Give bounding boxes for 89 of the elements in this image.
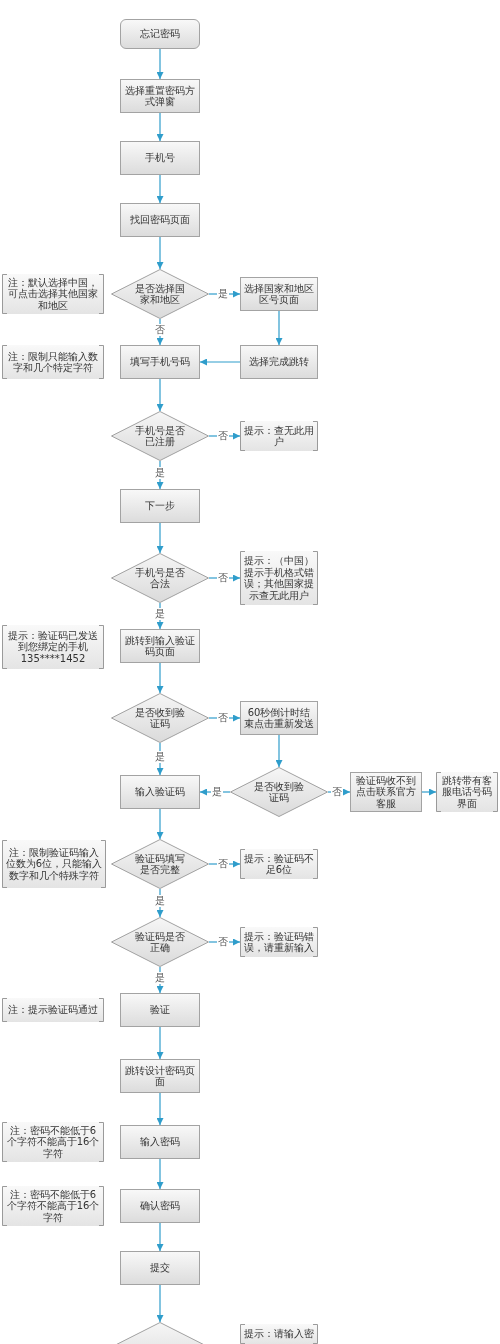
box-label: 忘记密码 <box>140 28 180 40</box>
note-text: 提示：（中国）提示手机格式错误；其他国家提示查无此用户 <box>243 555 315 601</box>
edge-label: 否 <box>216 572 229 584</box>
edge-label: 否 <box>216 430 229 442</box>
edge-label: 否 <box>216 858 229 870</box>
arrow <box>156 1026 164 1060</box>
box-label: 输入密码 <box>140 1136 180 1148</box>
process-box <box>120 345 200 379</box>
note-text: 提示：验证码已发送到您绑定的手机135****1452 <box>7 629 99 665</box>
arrow <box>156 112 164 142</box>
arrow <box>156 808 164 840</box>
edge-label: 是 <box>154 608 166 620</box>
decision-label: 验证码是否正确 <box>134 930 186 954</box>
arrow <box>156 378 164 412</box>
box-label: 选择完成跳转 <box>249 356 309 368</box>
note-text: 提示：验证码错误，请重新输入 <box>243 930 315 954</box>
edge-label: 是 <box>216 288 229 300</box>
decision-diamond <box>111 553 209 603</box>
process-box <box>120 775 200 809</box>
box-label: 60秒倒计时结束点击重新发送 <box>244 706 314 730</box>
edge-label: 否 <box>216 712 229 724</box>
note-text: 提示：请输入密 <box>244 1328 314 1340</box>
process-box <box>120 489 200 523</box>
process-box <box>120 1125 200 1159</box>
decision-diamond <box>111 839 209 889</box>
arrow <box>156 48 164 80</box>
box-label: 提交 <box>150 1262 170 1274</box>
decision-diamond <box>111 269 209 319</box>
note-text: 注：默认选择中国，可点击选择其他国家和地区 <box>7 276 99 312</box>
arrow <box>156 236 164 270</box>
edge-label: 是 <box>154 895 166 907</box>
box-label: 下一步 <box>145 500 175 512</box>
note-text: 注：限制只能输入数字和几个特定字符 <box>7 350 99 374</box>
box-label: 选择重置密码方式弹窗 <box>124 84 196 108</box>
edge-label: 是 <box>154 751 166 763</box>
note-text: 注：密码不能低于6个字符不能高于16个字符 <box>5 1188 101 1224</box>
decision-label: 验证码填写是否完整 <box>134 852 186 876</box>
box-label: 填写手机号码 <box>130 356 190 368</box>
decision-diamond <box>111 917 209 967</box>
box-label: 选择国家和地区区号页面 <box>244 282 314 306</box>
box-label: 输入验证码 <box>135 786 185 798</box>
note-text: 跳转带有客服电话号码界面 <box>441 774 493 810</box>
edge-label: 否 <box>216 936 229 948</box>
start-box <box>120 19 200 49</box>
edge-label: 是 <box>154 972 166 984</box>
arrow <box>421 788 437 796</box>
box-label: 验证 <box>150 1004 170 1016</box>
edge-label: 是 <box>211 786 223 798</box>
arrow <box>156 662 164 694</box>
arrow <box>156 1284 164 1323</box>
decision-diamond <box>111 411 209 461</box>
note-text: 提示：查无此用户 <box>243 424 315 448</box>
arrow <box>275 310 283 346</box>
box-label: 确认密码 <box>140 1200 180 1212</box>
note-text: 注：密码不能低于6个字符不能高于16个字符 <box>5 1124 101 1160</box>
decision-diamond <box>230 767 328 817</box>
note-text: 提示：验证码不足6位 <box>243 852 315 876</box>
note-text: 注：限制验证码输入位数为6位，只能输入数字和几个特殊字符 <box>5 846 103 882</box>
process-box <box>120 141 200 175</box>
process-box <box>120 993 200 1027</box>
box-label: 手机号 <box>145 152 175 164</box>
process-box <box>240 345 318 379</box>
process-box <box>120 203 200 237</box>
box-label: 跳转设计密码页面 <box>124 1064 196 1088</box>
process-box <box>120 1189 200 1223</box>
decision-label: 手机号是否已注册 <box>134 424 186 448</box>
arrow <box>199 788 231 796</box>
box-label: 跳转到输入验证码页面 <box>124 634 196 658</box>
arrow <box>156 1092 164 1126</box>
edge-label: 否 <box>331 786 343 798</box>
note-box <box>2 840 106 888</box>
edge-label: 是 <box>154 467 166 479</box>
arrow <box>156 1158 164 1190</box>
arrow <box>156 522 164 554</box>
arrow <box>199 358 241 366</box>
process-box <box>120 1251 200 1285</box>
box-label: 找回密码页面 <box>130 214 190 226</box>
arrow <box>156 1222 164 1252</box>
decision-label: 是否收到验证码 <box>253 780 305 804</box>
decision-label: 是否收到验证码 <box>134 706 186 730</box>
note-text: 注：提示验证码通过 <box>8 1004 98 1016</box>
decision-label: 是否选择国家和地区 <box>134 282 186 306</box>
decision-diamond <box>111 693 209 743</box>
box-label: 验证码收不到点击联系官方客服 <box>355 774 417 810</box>
arrow <box>156 174 164 204</box>
arrow <box>275 734 283 768</box>
edge-label: 否 <box>154 324 166 336</box>
decision-label: 手机号是否合法 <box>134 566 186 590</box>
note-box <box>2 998 104 1022</box>
